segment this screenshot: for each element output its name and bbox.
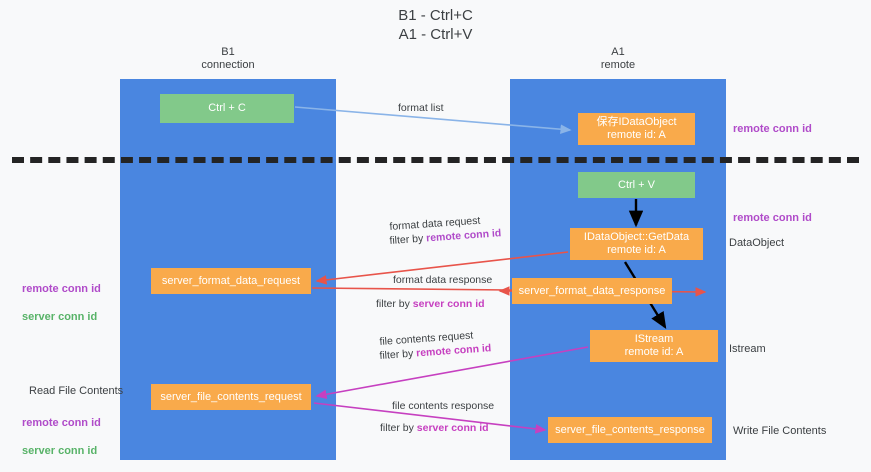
- filter-prefix: filter by: [389, 232, 427, 247]
- node-istream[interactable]: IStream remote id: A: [590, 330, 718, 362]
- edge-label-file-contents-response: file contents response: [392, 400, 495, 412]
- annotation-remote-conn-id-top: remote conn id: [733, 123, 812, 135]
- filter-prefix: filter by: [379, 347, 417, 362]
- page-title: B1 - Ctrl+C A1 - Ctrl+V: [398, 7, 473, 43]
- filter-prefix: filter by: [376, 298, 413, 310]
- node-server-format-data-request[interactable]: server_format_data_request: [151, 268, 311, 294]
- edge-label-format-list: format list: [398, 102, 444, 114]
- annotation-read-file-contents: Read File Contents: [29, 385, 124, 397]
- node-server-format-data-response[interactable]: server_format_data_response: [512, 278, 672, 304]
- annotation-left-remote-conn-id-2: remote conn id: [22, 417, 101, 429]
- annotation-left-remote-conn-id-1: remote conn id: [22, 283, 101, 295]
- edge-label-format-data-response: format data response: [393, 274, 493, 286]
- phase-divider: [12, 157, 859, 163]
- annotation-write-file-contents: Write File Contents: [733, 425, 827, 437]
- node-server-file-contents-request[interactable]: server_file_contents_request: [151, 384, 311, 410]
- column-header-a1: A1 remote: [600, 46, 636, 71]
- filter-prefix: filter by: [380, 422, 417, 434]
- annotation-dataobject: DataObject: [729, 237, 785, 249]
- node-server-file-contents-response[interactable]: server_file_contents_response: [548, 417, 712, 443]
- node-ctrl-v[interactable]: Ctrl + V: [578, 172, 695, 198]
- edge-label-file-contents-response-filter: filter by server conn id: [380, 421, 489, 435]
- edge-label-format-data-response-filter: filter by server conn id: [376, 297, 485, 311]
- annotation-left-server-conn-id-2: server conn id: [22, 445, 98, 457]
- node-idataobject-getdata[interactable]: IDataObject::GetData remote id: A: [570, 228, 703, 260]
- annotation-left-server-conn-id-1: server conn id: [22, 311, 98, 323]
- annotation-left-conn-ids-2: remote conn id server conn id: [22, 402, 101, 472]
- node-save-idataobject[interactable]: 保存IDataObject remote id: A: [578, 113, 695, 145]
- filter-key-remote-conn-id: remote conn id: [425, 227, 502, 245]
- column-header-b1: B1 connection: [201, 46, 255, 71]
- node-ctrl-c[interactable]: Ctrl + C: [160, 94, 294, 123]
- filter-key-server-conn-id: server conn id: [412, 298, 485, 310]
- filter-key-remote-conn-id: remote conn id: [415, 342, 492, 360]
- annotation-remote-conn-id-mid: remote conn id: [733, 212, 812, 224]
- annotation-left-conn-ids-1: remote conn id server conn id: [22, 268, 101, 338]
- annotation-istream: Istream: [729, 343, 766, 355]
- filter-key-server-conn-id: server conn id: [416, 422, 489, 434]
